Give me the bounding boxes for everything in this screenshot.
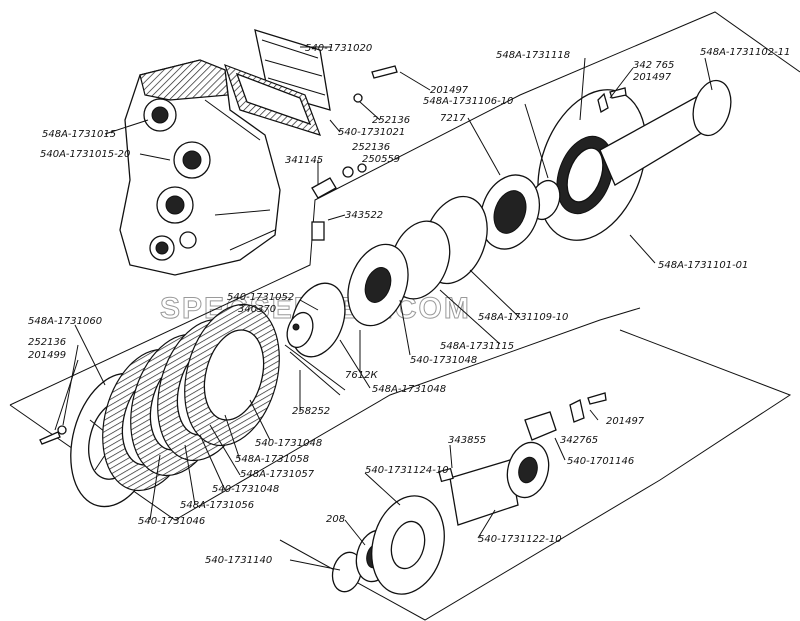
label-540-1731048-c: 540-1731048 (212, 484, 279, 495)
label-342765-b: 342765 (560, 435, 598, 446)
label-540-1731020: 540-1731020 (305, 43, 372, 54)
label-343522: 343522 (345, 210, 383, 221)
label-7217: 7217 (440, 113, 466, 124)
label-252136-c: 252136 (28, 337, 66, 348)
housing-part (119, 59, 281, 276)
label-201497-c: 201497 (606, 416, 645, 427)
label-548A-1731102-11: 548А-1731102-11 (700, 47, 790, 58)
cover-plate (224, 29, 331, 136)
label-540-1731046: 540-1731046 (138, 516, 205, 527)
label-548A-1731106-10: 548А-1731106-10 (423, 96, 513, 107)
label-258252: 258252 (292, 406, 330, 417)
label-548A-1731056: 548А-1731056 (180, 500, 254, 511)
leader-lines (54, 46, 713, 571)
label-540-1731140: 540-1731140 (205, 555, 272, 566)
label-540A-1731015-20: 540А-1731015-20 (40, 149, 130, 160)
lower-gear-assembly (331, 392, 607, 595)
label-340370: 340370 (238, 304, 276, 315)
label-540-1731021: 540-1731021 (338, 127, 405, 138)
shaft-assembly (284, 79, 732, 396)
label-201497-b: 201497 (633, 72, 672, 83)
clutch-pack (39, 303, 280, 508)
bolt-top (353, 65, 398, 103)
label-548A-1731015: 548А-1731015 (42, 129, 116, 140)
label-540-1701146: 540-1701146 (567, 456, 634, 467)
bolt-341145 (311, 163, 367, 199)
label-250559: 250559 (362, 154, 400, 165)
label-252136-a: 252136 (372, 115, 410, 126)
part-labels: 540-1731020 201497 252136 540-1731021 54… (28, 43, 790, 566)
label-540-1731052: 540-1731052 (227, 292, 294, 303)
label-548A-1731048: 548А-1731048 (372, 384, 446, 395)
label-540-1731048-a: 540-1731048 (410, 355, 477, 366)
label-343855: 343855 (448, 435, 486, 446)
label-548A-1731058: 548А-1731058 (235, 454, 309, 465)
label-201497-a: 201497 (430, 85, 469, 96)
label-548A-1731057: 548А-1731057 (240, 469, 315, 480)
label-548A-1731118: 548А-1731118 (496, 50, 570, 61)
label-540-1731048-b: 540-1731048 (255, 438, 322, 449)
label-252136-b: 252136 (352, 142, 390, 153)
label-548A-1731115: 548А-1731115 (440, 341, 514, 352)
label-341145: 341145 (285, 155, 323, 166)
label-540-1731122-10: 540-1731122-10 (478, 534, 562, 545)
label-540-1731124-10: 540-1731124-10 (365, 465, 449, 476)
label-548A-1731101-01: 548А-1731101-01 (658, 260, 748, 271)
label-7612K: 7612К (345, 370, 378, 381)
label-208: 208 (326, 514, 345, 525)
key-343522 (311, 221, 325, 241)
label-342765-a: 342 765 (633, 60, 674, 71)
label-548A-1731060: 548А-1731060 (28, 316, 102, 327)
label-548A-1731109-10: 548А-1731109-10 (478, 312, 568, 323)
label-201499: 201499 (28, 350, 66, 361)
